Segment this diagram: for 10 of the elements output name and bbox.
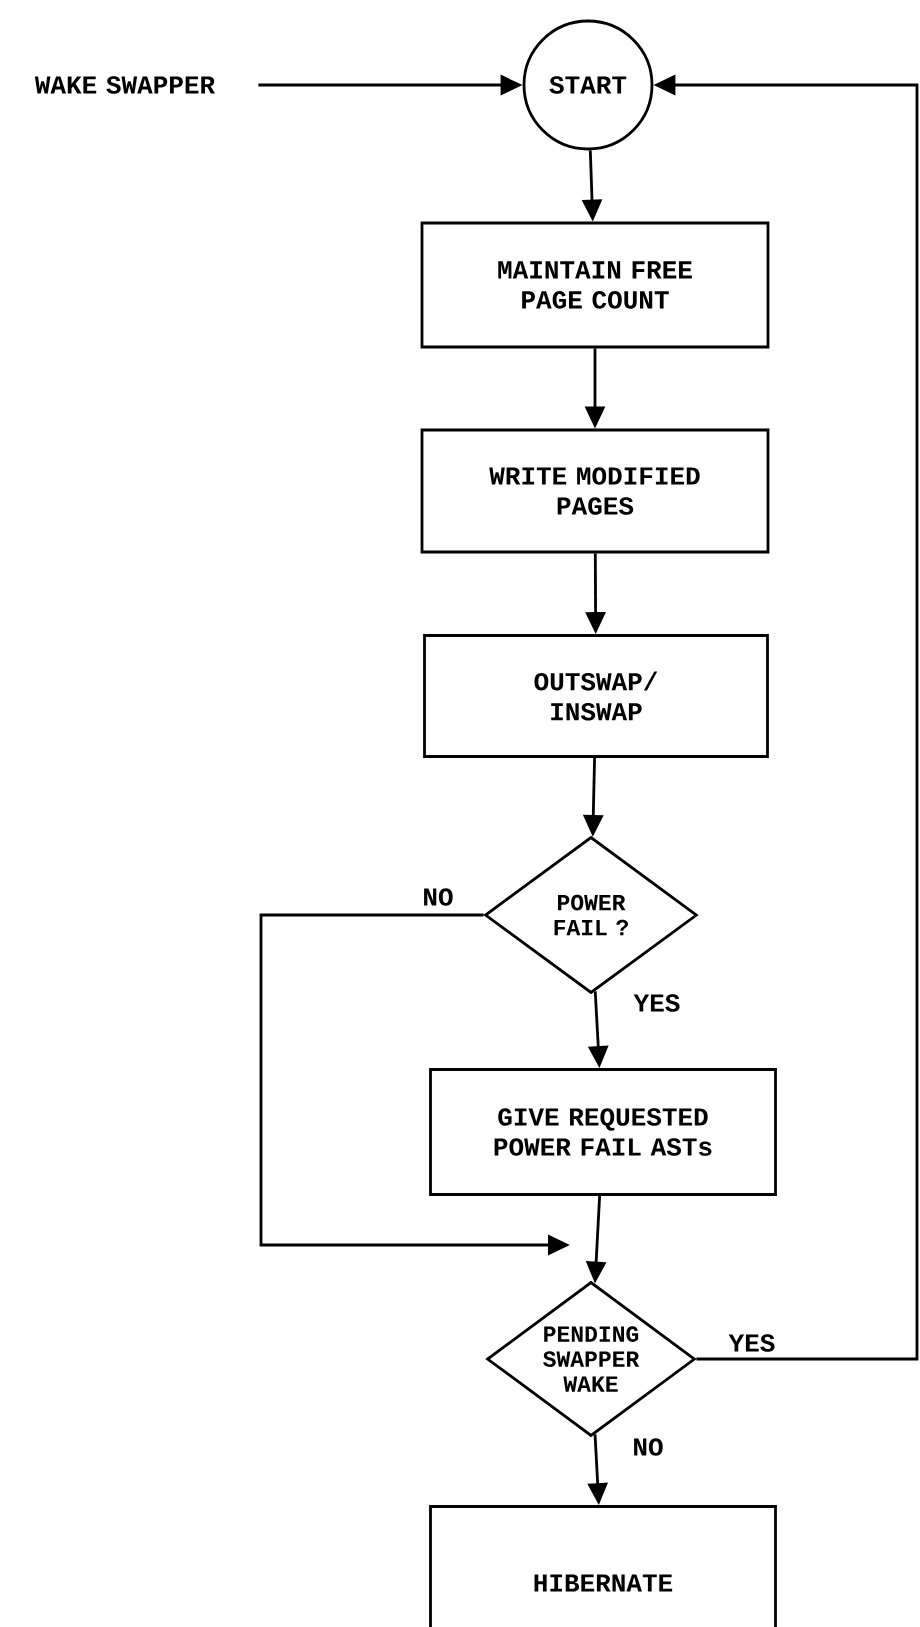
process-box: HIBERNATE: [429, 1505, 777, 1627]
edge-label: YES: [728, 1334, 775, 1352]
start-label: WAKE SWAPPER: [34, 76, 216, 94]
process-box: GIVE REQUESTED POWER FAIL ASTs: [429, 1068, 777, 1196]
process-box: MAINTAIN FREE PAGE COUNT: [420, 221, 770, 349]
edge-label: NO: [424, 888, 453, 906]
edge-label: NO: [634, 1438, 663, 1456]
process-box: WRITE MODIFIED PAGES: [420, 428, 770, 554]
process-box: OUTSWAP/ INSWAP: [423, 634, 769, 758]
edge-label: YES: [633, 994, 680, 1012]
